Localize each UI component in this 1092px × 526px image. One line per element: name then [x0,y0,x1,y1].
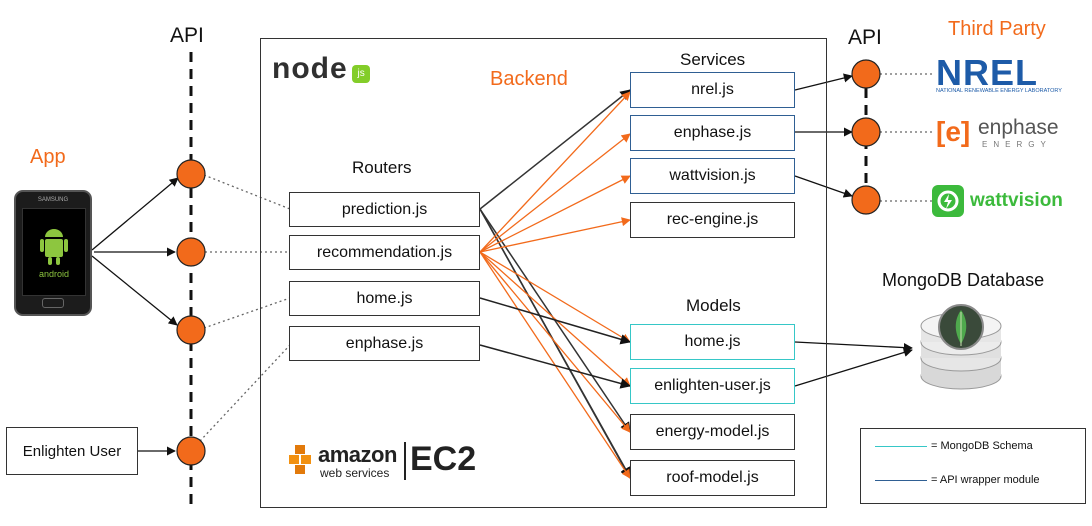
model-energy: energy-model.js [630,414,795,450]
enphase-logo: [e] enphase ENERGY [936,114,1082,154]
ec2-text: EC2 [410,440,477,478]
backend-label: Backend [490,68,568,90]
nrel-subtext: NATIONAL RENEWABLE ENERGY LABORATORY [936,88,1062,94]
enphase-energy-text: ENERGY [982,140,1052,149]
aws-divider [404,442,406,480]
router-recommendation: recommendation.js [289,235,480,270]
android-text: android [38,269,70,279]
phone-home-button [42,298,64,308]
api-node [851,59,881,89]
legend-mongodb-schema: = MongoDB Schema [931,440,1033,452]
service-nrel: nrel.js [630,72,795,108]
arrow-wattvision-api [794,175,853,198]
model-home: home.js [630,324,795,360]
aws-cubes-icon [289,445,311,474]
router-prediction: prediction.js [289,192,480,227]
node-js-badge: js [352,64,371,83]
app-label: App [30,146,66,168]
nodejs-logo: node js [272,52,371,86]
phone-brand: SAMSUNG [37,197,69,203]
aws-amazon-text: amazon [318,442,397,467]
arrow-app-api-1 [91,177,179,251]
dotted-api-prediction [203,174,291,210]
model-roof: roof-model.js [630,460,795,496]
api-label-left: API [170,24,204,47]
wattvision-power-icon [932,185,964,217]
dotted-api-enphase [199,344,291,442]
legend-blue-line [875,480,927,481]
nrel-text: NREL [936,52,1038,93]
arrow-home-mongo [794,341,913,353]
router-home: home.js [289,281,480,316]
arrow-app-api-3 [91,255,178,326]
services-label: Services [680,50,746,69]
phone-screen: android [22,208,86,296]
service-wattvision: wattvision.js [630,158,795,194]
arrow-enphase-router-model [479,344,632,389]
node-logo-text: node [272,52,348,85]
routers-label: Routers [352,158,412,177]
router-enphase: enphase.js [289,326,480,361]
third-party-label: Third Party [948,18,1046,40]
api-node [176,237,206,267]
nrel-logo: NREL NATIONAL RENEWABLE ENERGY LABORATOR… [936,52,1082,98]
arrow-enlighten-mongo [794,348,913,387]
api-node [176,159,206,189]
enphase-text: enphase [978,116,1059,139]
legend-api-wrapper: = API wrapper module [931,474,1040,486]
aws-ec2-logo: amazon web services EC2 [288,440,478,490]
mongodb-label: MongoDB Database [882,270,1045,290]
backend-frame [260,38,827,508]
aws-webservices-text: web services [320,466,390,480]
api-node [851,117,881,147]
enlighten-user-box: Enlighten User [6,427,138,475]
model-enlighten-user: enlighten-user.js [630,368,795,404]
legend-cyan-line [875,446,927,447]
android-icon [40,229,68,265]
mongodb-database-icon [918,300,1004,392]
api-node [176,436,206,466]
api-label-right: API [848,26,882,49]
wattvision-text: wattvision [970,190,1063,211]
arrow-home-router-model [479,297,632,345]
api-node [851,185,881,215]
service-rec-engine: rec-engine.js [630,202,795,238]
dotted-api-home [203,297,291,329]
wattvision-logo: wattvision [932,184,1080,218]
android-phone: SAMSUNG android [14,190,92,316]
enphase-bracket-icon: [e] [936,116,971,147]
api-node [176,315,206,345]
legend-box: = MongoDB Schema = API wrapper module [860,428,1086,504]
models-label: Models [686,296,741,315]
arrow-nrel-api [794,73,853,91]
service-enphase: enphase.js [630,115,795,151]
